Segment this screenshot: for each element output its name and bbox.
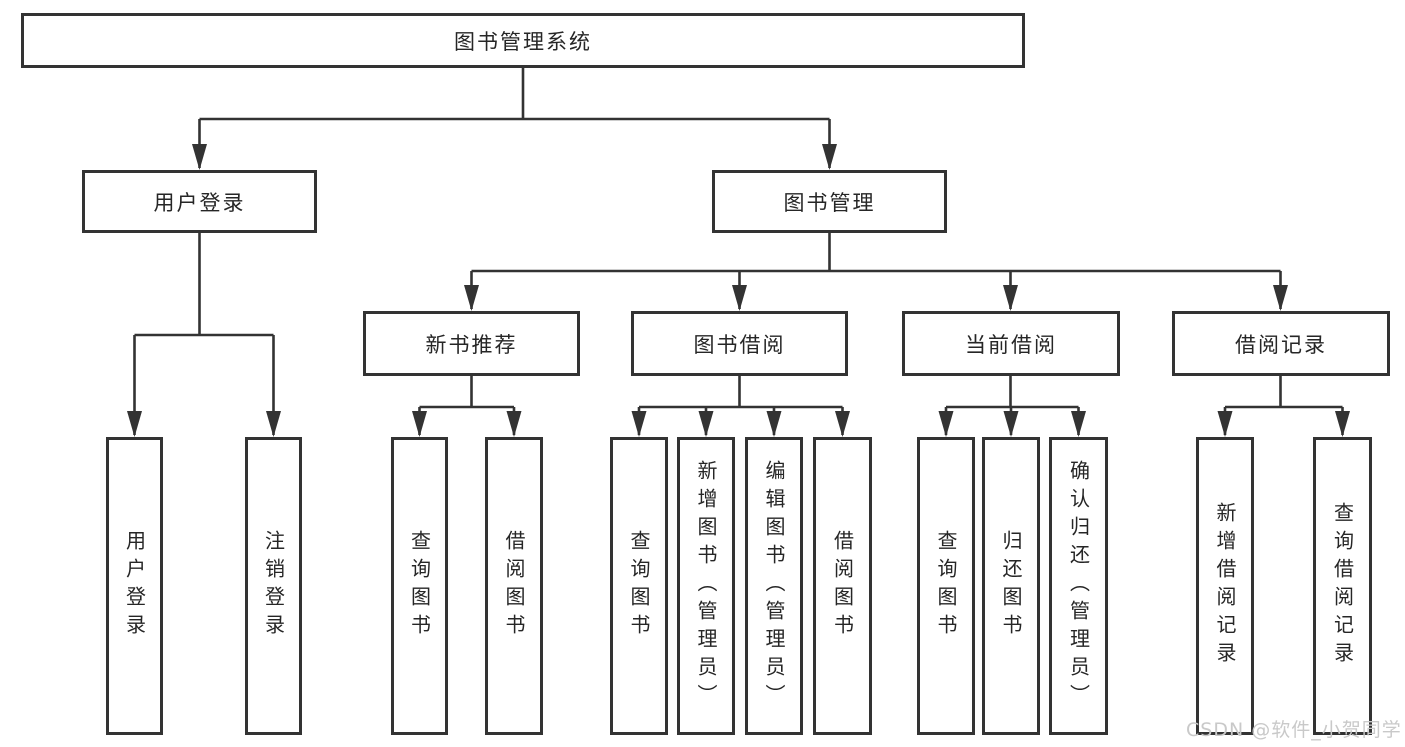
leaf-confirm-return-admin-label: 确认归还（管理员） <box>1066 460 1091 712</box>
node-book-borrowing: 图书借阅 <box>631 311 848 376</box>
leaf-query-books-borrowing: 查询图书 <box>610 437 668 735</box>
node-current-borrowing: 当前借阅 <box>902 311 1120 376</box>
leaf-borrow-books-recommend-label: 借阅图书 <box>502 530 526 642</box>
leaf-confirm-return-admin: 确认归还（管理员） <box>1049 437 1108 735</box>
node-book-borrowing-label: 图书借阅 <box>693 332 786 357</box>
node-book-management-label: 图书管理 <box>783 190 876 215</box>
leaf-return-books-label: 归还图书 <box>999 530 1023 642</box>
leaf-query-books-borrowing-label: 查询图书 <box>627 530 651 642</box>
node-borrowing-records-label: 借阅记录 <box>1235 332 1327 357</box>
leaf-borrow-books-recommend: 借阅图书 <box>485 437 543 735</box>
leaf-query-books-recommend-label: 查询图书 <box>407 530 432 642</box>
leaf-add-book-admin: 新增图书（管理员） <box>677 437 735 735</box>
leaf-user-login-label: 用户登录 <box>122 530 147 642</box>
leaf-borrow-books-borrowing: 借阅图书 <box>813 437 872 735</box>
leaf-edit-book-admin: 编辑图书（管理员） <box>745 437 803 735</box>
leaf-query-borrow-record-label: 查询借阅记录 <box>1330 502 1355 670</box>
leaf-add-borrow-record-label: 新增借阅记录 <box>1213 502 1237 670</box>
node-new-book-recommendation: 新书推荐 <box>363 311 580 376</box>
leaf-borrow-books-borrowing-label: 借阅图书 <box>830 530 855 642</box>
leaf-user-login: 用户登录 <box>106 437 163 735</box>
leaf-query-borrow-record: 查询借阅记录 <box>1313 437 1372 735</box>
leaf-add-borrow-record: 新增借阅记录 <box>1196 437 1254 735</box>
leaf-query-books-recommend: 查询图书 <box>391 437 448 735</box>
node-borrowing-records: 借阅记录 <box>1172 311 1390 376</box>
leaf-logout: 注销登录 <box>245 437 302 735</box>
node-library-system-label: 图书管理系统 <box>454 29 592 54</box>
node-library-system: 图书管理系统 <box>21 13 1025 68</box>
node-book-management: 图书管理 <box>712 170 947 233</box>
node-current-borrowing-label: 当前借阅 <box>965 332 1057 357</box>
leaf-return-books: 归还图书 <box>982 437 1040 735</box>
leaf-edit-book-admin-label: 编辑图书（管理员） <box>762 460 786 712</box>
node-user-login: 用户登录 <box>82 170 317 233</box>
leaf-query-books-current-label: 查询图书 <box>934 530 958 642</box>
node-new-book-recommendation-label: 新书推荐 <box>425 332 518 357</box>
node-user-login-label: 用户登录 <box>153 190 246 215</box>
watermark-csdn: CSDN @软件_小贺同学 <box>1186 719 1402 741</box>
leaf-add-book-admin-label: 新增图书（管理员） <box>694 460 718 712</box>
arrowheads <box>127 144 1350 437</box>
leaf-query-books-current: 查询图书 <box>917 437 975 735</box>
leaf-logout-label: 注销登录 <box>261 530 286 642</box>
